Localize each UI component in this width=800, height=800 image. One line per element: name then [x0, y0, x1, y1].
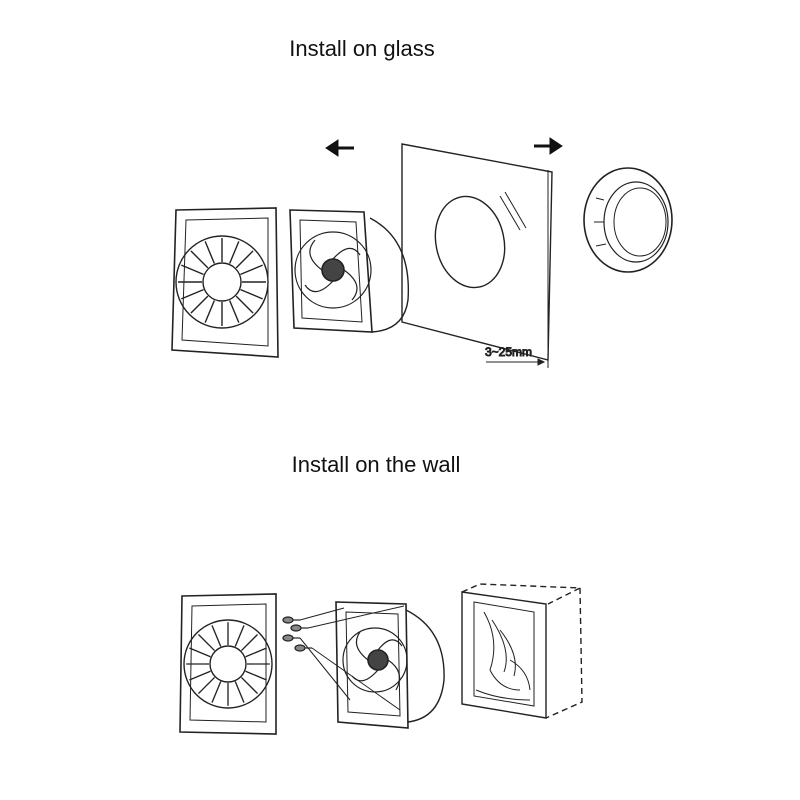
wall-cutout	[461, 583, 583, 719]
screw-icon	[282, 616, 300, 624]
arrow-left-icon	[325, 139, 354, 157]
glass-thickness-label: 3~25mm	[485, 345, 532, 359]
fan-housing-wall	[335, 601, 445, 729]
screws	[282, 616, 312, 652]
glass-install-title: Install on glass	[289, 36, 435, 61]
wall-install-title: Install on the wall	[291, 452, 461, 477]
glass-pane	[401, 143, 553, 368]
front-grille-wall	[179, 593, 277, 735]
front-grille-glass	[171, 207, 279, 358]
grille-slats-wall	[185, 621, 271, 707]
screw-icon	[282, 634, 300, 642]
mounting-ring	[583, 167, 673, 273]
screw-icon	[290, 624, 308, 632]
grille-slats	[177, 237, 267, 327]
fan-housing-glass	[289, 209, 410, 333]
thickness-dimension: 3~25mm	[485, 345, 546, 366]
arrow-right-icon	[534, 137, 563, 155]
